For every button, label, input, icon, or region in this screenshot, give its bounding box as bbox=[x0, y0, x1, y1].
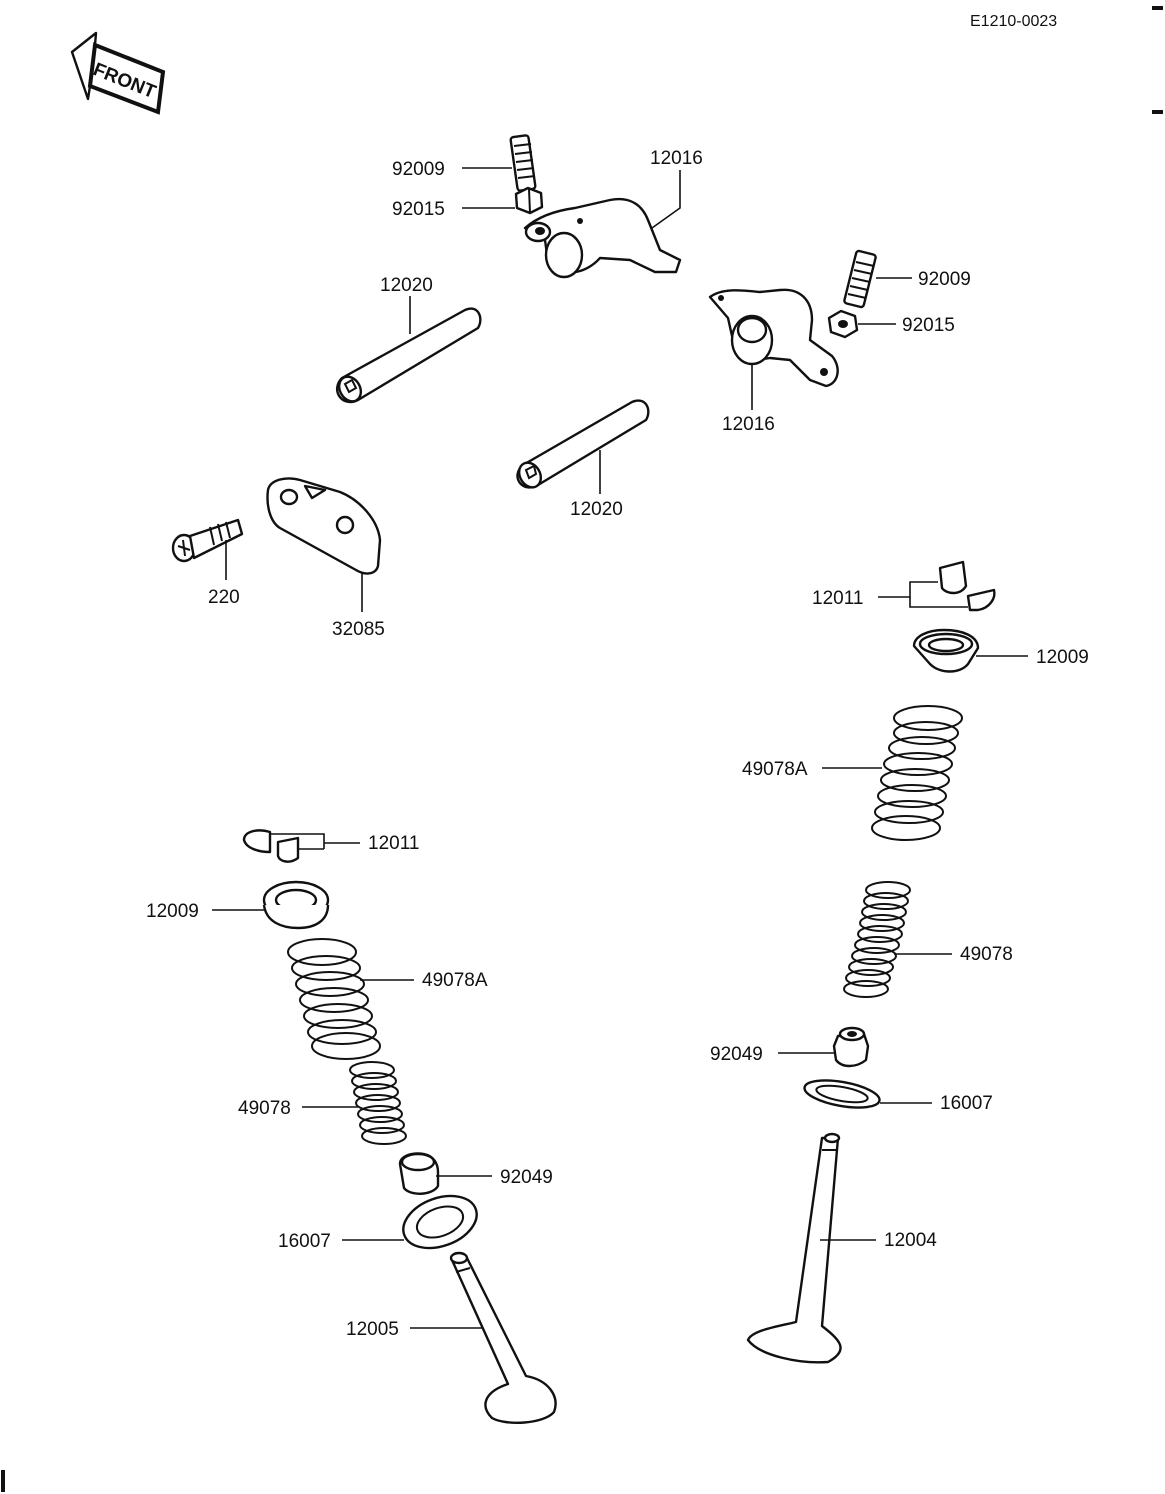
part-label-92009-right: 92009 bbox=[918, 269, 971, 290]
adjusting-screw-top bbox=[509, 134, 537, 192]
spring-seat-right bbox=[803, 1079, 881, 1109]
bolt-220 bbox=[171, 518, 244, 563]
corner-mark-bottom bbox=[1, 1470, 5, 1492]
reference-code: E1210-0023 bbox=[970, 13, 1057, 30]
part-label-49078A-left: 49078A bbox=[422, 970, 488, 991]
part-label-12011-right: 12011 bbox=[812, 588, 863, 609]
part-label-92009-top: 92009 bbox=[392, 159, 445, 180]
part-label-12020-left: 12020 bbox=[380, 275, 433, 296]
valve-stem-seal-right bbox=[832, 1026, 870, 1068]
part-label-12016-top: 12016 bbox=[650, 148, 703, 169]
part-label-92049-left: 92049 bbox=[500, 1167, 553, 1188]
locknut-right bbox=[827, 309, 859, 339]
rocker-arm-top bbox=[523, 197, 682, 279]
corner-mark-middle bbox=[1152, 110, 1163, 114]
part-label-49078A-right: 49078A bbox=[742, 759, 808, 780]
spring-retainer-left bbox=[262, 880, 330, 930]
leader-lines bbox=[212, 167, 1028, 1329]
valve-collet-right bbox=[938, 560, 996, 612]
corner-mark-top bbox=[1152, 6, 1163, 10]
rocker-arm-right bbox=[708, 288, 839, 388]
plate-32085 bbox=[266, 477, 382, 575]
part-label-92015-top: 92015 bbox=[392, 199, 445, 220]
part-label-12020-middle: 12020 bbox=[570, 499, 623, 520]
valve-collet-left bbox=[242, 829, 300, 863]
part-label-92049-right: 92049 bbox=[710, 1044, 763, 1065]
exhaust-valve-12004 bbox=[746, 1132, 842, 1364]
valve-stem-seal-left bbox=[398, 1152, 440, 1195]
outer-spring-left bbox=[287, 938, 381, 1060]
intake-valve-12005 bbox=[449, 1251, 557, 1424]
adjusting-screw-right bbox=[843, 249, 877, 309]
locknut-top bbox=[514, 186, 544, 215]
part-label-16007-right: 16007 bbox=[940, 1093, 993, 1114]
part-label-16007-left: 16007 bbox=[278, 1231, 331, 1252]
part-label-32085: 32085 bbox=[332, 619, 385, 640]
part-label-12011-left: 12011 bbox=[368, 833, 419, 854]
part-label-12005: 12005 bbox=[346, 1319, 399, 1340]
spring-retainer-right bbox=[912, 628, 980, 673]
part-label-49078-right: 49078 bbox=[960, 944, 1013, 965]
inner-spring-left bbox=[349, 1061, 407, 1145]
outer-spring-right bbox=[871, 705, 963, 841]
inner-spring-right bbox=[843, 881, 911, 998]
part-label-92015-right: 92015 bbox=[902, 315, 955, 336]
part-label-12009-left: 12009 bbox=[146, 901, 199, 922]
front-arrow-icon: FRONT bbox=[70, 31, 166, 115]
rocker-shaft-middle bbox=[516, 399, 650, 489]
rocker-shaft-left bbox=[335, 307, 482, 404]
spring-seat-left bbox=[402, 1194, 478, 1250]
part-label-49078-left: 49078 bbox=[238, 1098, 291, 1119]
part-label-12009-right: 12009 bbox=[1036, 647, 1089, 668]
part-label-12004: 12004 bbox=[884, 1230, 937, 1251]
part-label-220: 220 bbox=[208, 587, 240, 608]
part-label-12016-right: 12016 bbox=[722, 414, 775, 435]
